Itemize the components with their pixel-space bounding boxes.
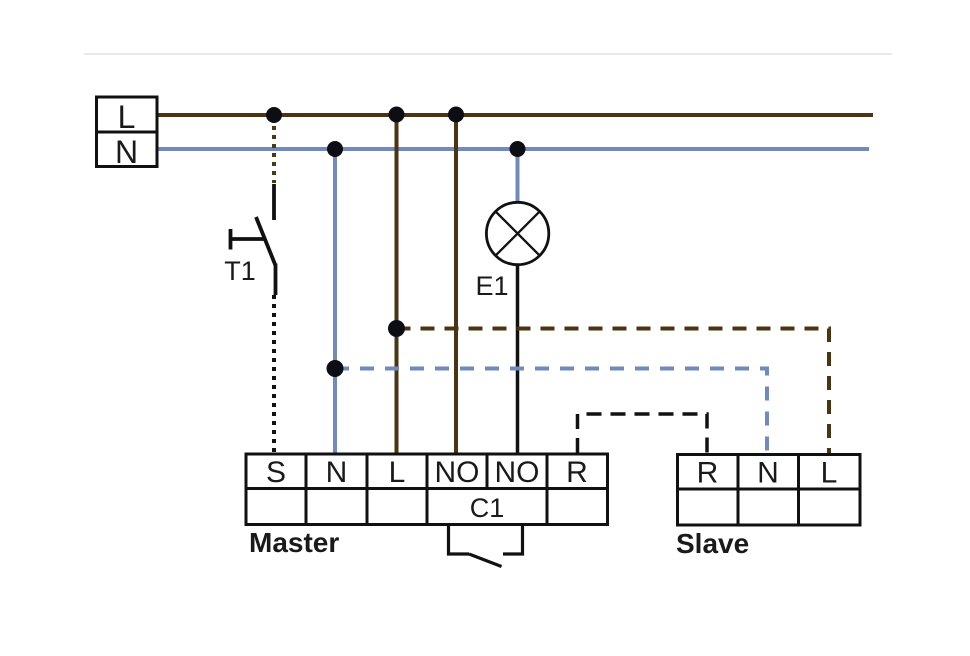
svg-text:Slave: Slave <box>676 528 749 559</box>
svg-text:S: S <box>266 456 286 489</box>
svg-text:N: N <box>757 457 779 490</box>
svg-text:L: L <box>821 457 838 490</box>
svg-text:L: L <box>118 99 136 135</box>
svg-text:E1: E1 <box>475 271 508 301</box>
svg-text:NO: NO <box>495 456 540 489</box>
svg-text:Master: Master <box>249 527 339 558</box>
svg-text:L: L <box>389 456 406 489</box>
svg-text:NO: NO <box>435 456 480 489</box>
svg-text:N: N <box>115 134 138 170</box>
svg-text:N: N <box>326 456 348 489</box>
svg-text:C1: C1 <box>470 493 505 523</box>
svg-text:R: R <box>566 456 588 489</box>
svg-text:R: R <box>697 457 719 490</box>
svg-text:T1: T1 <box>224 256 256 286</box>
